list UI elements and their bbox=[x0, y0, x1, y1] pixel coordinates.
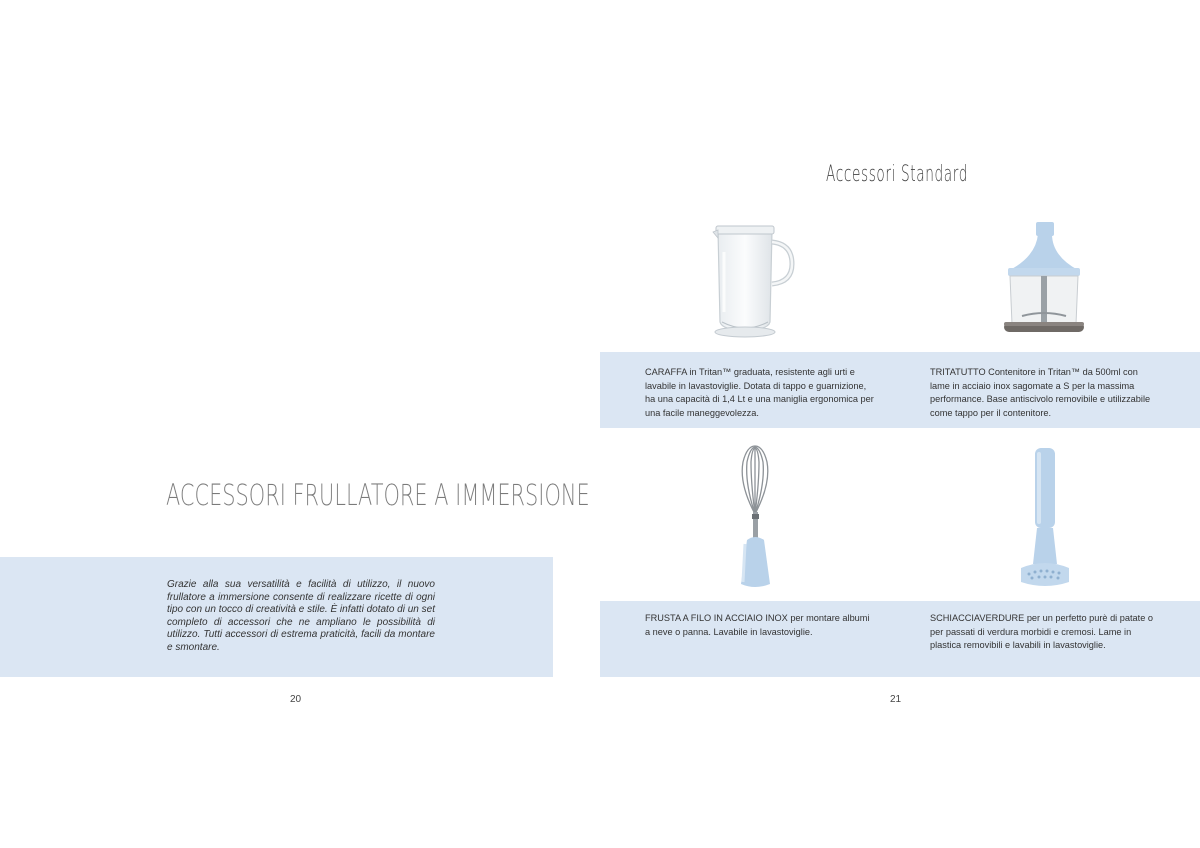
intro-band bbox=[0, 557, 553, 677]
description-band-top bbox=[600, 352, 1200, 428]
masher-image bbox=[1021, 448, 1069, 586]
whisk-description: FRUSTA A FILO IN ACCIAIO INOX per montar… bbox=[645, 613, 870, 637]
right-page: Accessori Standard bbox=[600, 0, 1200, 848]
chopper-image bbox=[1004, 222, 1084, 332]
page-title: Accessori Standard bbox=[826, 162, 968, 187]
intro-text: Grazie alla sua versatilità e facilità d… bbox=[167, 579, 435, 653]
whisk-image bbox=[741, 445, 770, 587]
carafe-description: CARAFFA in Tritan™ graduata, resistente … bbox=[645, 367, 874, 418]
description-band-bottom bbox=[600, 601, 1200, 677]
masher-description: SCHIACCIAVERDURE per un perfetto purè di… bbox=[930, 613, 1153, 651]
carafe-image bbox=[712, 225, 795, 338]
chopper-description: TRITATUTTO Contenitore in Tritan™ da 500… bbox=[930, 367, 1151, 418]
section-title: ACCESSORI FRULLATORE A IMMERSIONE bbox=[166, 478, 590, 512]
page-number: 20 bbox=[290, 694, 302, 705]
page-number: 21 bbox=[890, 694, 902, 705]
left-page: ACCESSORI FRULLATORE A IMMERSIONE Grazie… bbox=[0, 478, 590, 705]
